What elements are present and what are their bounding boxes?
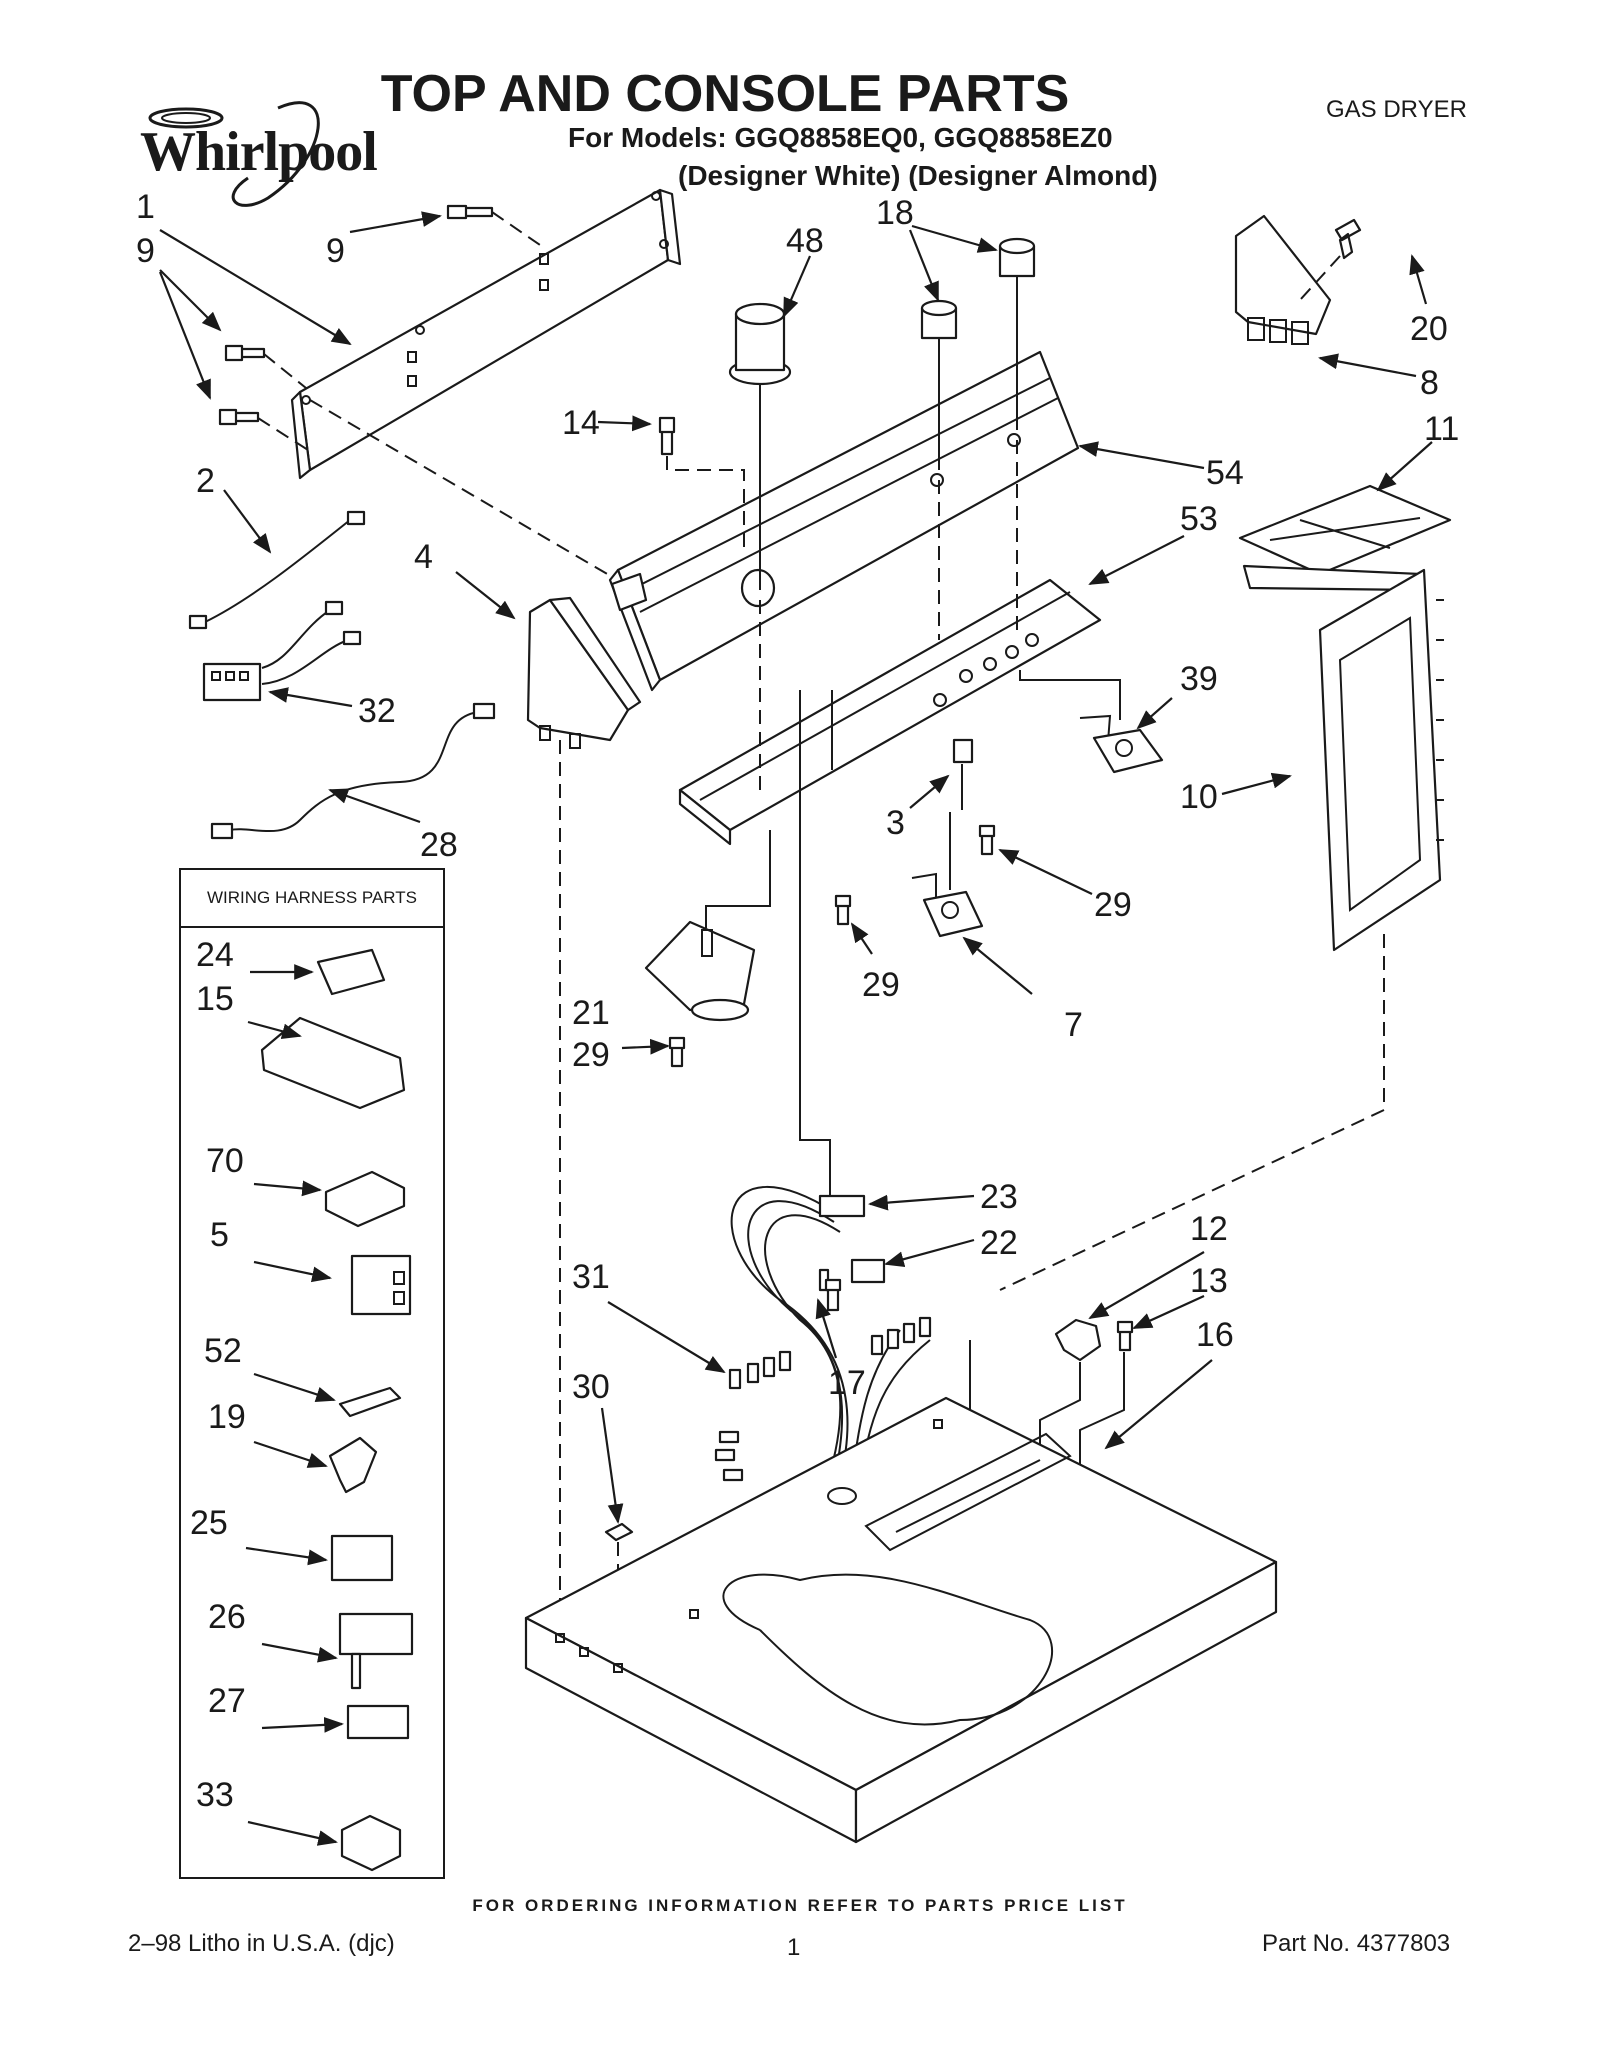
callout-39: 39 [1180, 660, 1218, 698]
callout-27: 27 [208, 1682, 246, 1720]
callout-25: 25 [190, 1504, 228, 1542]
callout-52: 52 [204, 1332, 242, 1370]
callout-arrows [158, 211, 1433, 1846]
connector-part [338, 1612, 414, 1690]
control-panel-base-part [678, 578, 1102, 846]
callout-19: 19 [208, 1398, 246, 1436]
model-list: For Models: GGQ8858EQ0, GGQ8858EZ0 [568, 122, 1113, 153]
top-panel-part [524, 1396, 1278, 1844]
callout-16: 16 [1196, 1316, 1234, 1354]
callout-4: 4 [414, 538, 433, 576]
callout-22: 22 [980, 1224, 1018, 1262]
litho-note: 2–98 Litho in U.S.A. (djc) [128, 1930, 395, 1957]
callout-54: 54 [1206, 454, 1244, 492]
callout-3: 3 [886, 804, 905, 842]
callout-15: 15 [196, 980, 234, 1018]
callout-30: 30 [572, 1368, 610, 1406]
callout-33: 33 [196, 1776, 234, 1814]
callout-29: 29 [1094, 886, 1132, 924]
callout-32: 32 [358, 692, 396, 730]
callout-48: 48 [786, 222, 824, 260]
callout-11: 11 [1424, 410, 1459, 448]
wiring-harness-parts-title: WIRING HARNESS PARTS [181, 870, 443, 928]
callout-28: 28 [420, 826, 458, 864]
screw-part [834, 894, 852, 926]
part-number: Part No. 4377803 [1262, 1930, 1451, 1957]
screw-part [1116, 1320, 1134, 1352]
logo-swirl-icon [148, 101, 320, 207]
knob-part [920, 299, 958, 340]
callout-1: 1 [136, 188, 155, 226]
wire-harness-part [188, 510, 366, 630]
end-cap-part [526, 596, 642, 749]
clip-part [604, 1522, 634, 1542]
knob-part [728, 302, 792, 386]
callout-23: 23 [980, 1178, 1018, 1216]
screw-part [658, 416, 676, 456]
end-cap-part [1234, 214, 1332, 345]
callout-2: 2 [196, 462, 215, 500]
callout-8: 8 [1420, 364, 1439, 402]
screw-part [668, 1036, 686, 1068]
product-type: GAS DRYER [1326, 96, 1467, 123]
switch-part [1079, 714, 1164, 774]
connector-part [316, 948, 386, 996]
callout-29: 29 [572, 1036, 610, 1074]
callout-5: 5 [210, 1216, 229, 1254]
connector-part [260, 1016, 406, 1110]
callout-9: 9 [326, 232, 345, 270]
screw-part [1334, 218, 1362, 260]
whirlpool-logo: Whirlpool [128, 88, 378, 218]
callout-9: 9 [136, 232, 155, 270]
screw-part [824, 1278, 842, 1312]
callout-31: 31 [572, 1258, 610, 1296]
logo-wordmark: Whirlpool [140, 121, 378, 183]
callout-14: 14 [562, 404, 600, 442]
console-bracket-part [290, 188, 682, 480]
callout-7: 7 [1064, 1006, 1083, 1044]
connector-part [340, 1814, 402, 1872]
page-title: TOP AND CONSOLE PARTS [380, 65, 1070, 123]
console-top-part [608, 350, 1080, 692]
callout-21: 21 [572, 994, 610, 1032]
callout-20: 20 [1410, 310, 1448, 348]
screw-part [978, 824, 996, 856]
callout-53: 53 [1180, 500, 1218, 538]
control-panel-part [1242, 564, 1444, 952]
connector-part [324, 1170, 406, 1228]
connector-part [350, 1254, 412, 1316]
callout-70: 70 [206, 1142, 244, 1180]
callout-24: 24 [196, 936, 234, 974]
knob-part [998, 237, 1036, 278]
ground-wire-part [210, 702, 496, 840]
callout-18: 18 [876, 194, 914, 232]
wire-harness-part [202, 600, 362, 702]
clip-part [1054, 1318, 1102, 1362]
screw-part [218, 204, 494, 426]
callout-26: 26 [208, 1598, 246, 1636]
callout-12: 12 [1190, 1210, 1228, 1248]
callout-labels: 1 9 9 2 4 32 28 48 18 14 54 53 20 8 11 3… [136, 188, 1459, 1814]
finish-list: (Designer White) (Designer Almond) [678, 160, 1158, 191]
page-number: 1 [787, 1934, 801, 1961]
callout-17: 17 [828, 1364, 866, 1402]
switch-part [952, 738, 974, 764]
clip-part [328, 1436, 378, 1494]
callout-10: 10 [1180, 778, 1218, 816]
console-cover-part [1238, 484, 1452, 576]
timer-part [644, 920, 756, 1022]
callout-13: 13 [1190, 1262, 1228, 1300]
ordering-note: FOR ORDERING INFORMATION REFER TO PARTS … [472, 1896, 1128, 1915]
terminal-part [338, 1386, 402, 1418]
connector-part [346, 1704, 410, 1740]
switch-part [911, 872, 984, 938]
callout-29: 29 [862, 966, 900, 1004]
connector-part [330, 1534, 394, 1582]
wiring-harness-parts-box: WIRING HARNESS PARTS [179, 868, 445, 1879]
